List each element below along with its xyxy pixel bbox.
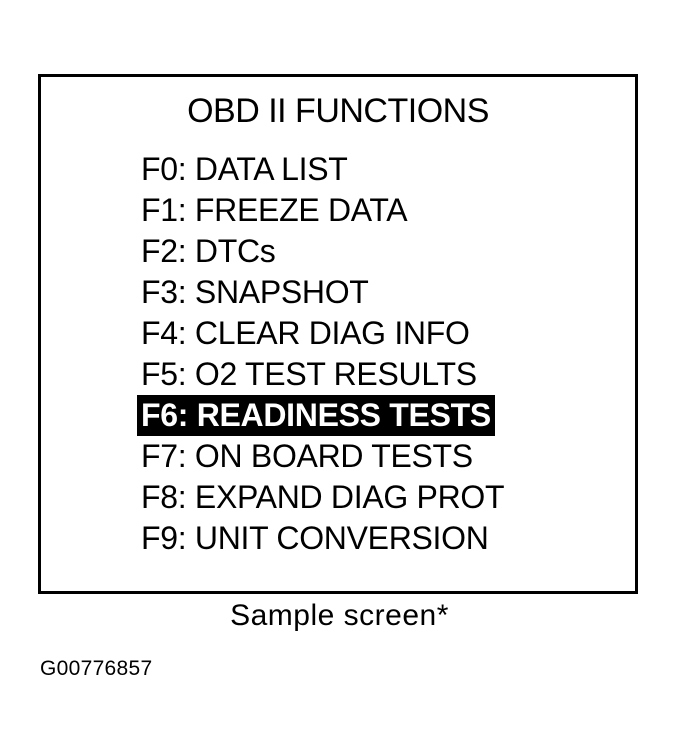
figure-id: G00776857: [40, 657, 153, 680]
figure-caption: Sample screen*: [230, 599, 449, 632]
scan-tool-screen: OBD II FUNCTIONS F0: DATA LIST F1: FREEZ…: [38, 74, 638, 594]
menu-item-f9[interactable]: F9: UNIT CONVERSION: [141, 520, 489, 556]
menu-item-f8[interactable]: F8: EXPAND DIAG PROT: [141, 479, 505, 515]
menu-item-f7[interactable]: F7: ON BOARD TESTS: [141, 438, 473, 474]
screen-title: OBD II FUNCTIONS: [187, 92, 489, 130]
function-menu: F0: DATA LIST F1: FREEZE DATA F2: DTCs F…: [137, 149, 508, 559]
menu-item-f2[interactable]: F2: DTCs: [141, 233, 276, 269]
menu-item-f4[interactable]: F4: CLEAR DIAG INFO: [141, 315, 470, 351]
menu-item-f1[interactable]: F1: FREEZE DATA: [141, 192, 408, 228]
menu-item-f6[interactable]: F6: READINESS TESTS: [137, 395, 495, 436]
menu-item-f3[interactable]: F3: SNAPSHOT: [141, 274, 369, 310]
menu-item-f0[interactable]: F0: DATA LIST: [141, 151, 348, 187]
menu-item-f5[interactable]: F5: O2 TEST RESULTS: [141, 356, 477, 392]
